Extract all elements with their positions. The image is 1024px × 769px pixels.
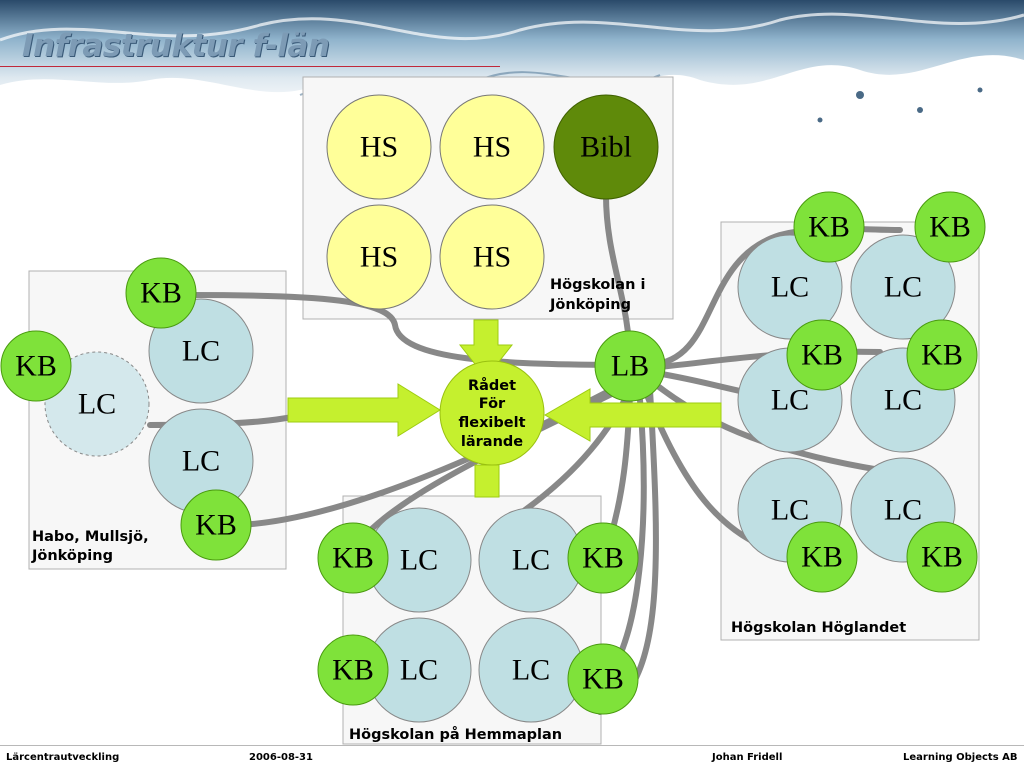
bibl-node: Bibl	[553, 94, 659, 200]
lc-label: LC	[771, 271, 809, 304]
center-label-line2: För	[479, 396, 506, 412]
lc-node: LC	[366, 507, 472, 613]
hs-node: HS	[439, 94, 545, 200]
arrow-from-hemmaplan	[474, 464, 500, 498]
lc-node: LC	[850, 234, 956, 340]
hs-node: HS	[326, 204, 432, 310]
footer-company: Learning Objects AB	[903, 752, 1018, 763]
kb-node: KB	[914, 191, 986, 263]
title-underline	[0, 66, 500, 67]
infrastructure-diagram: Rådet För flexibelt lärande HS HS HS HS …	[0, 76, 986, 745]
lc-label: LC	[512, 544, 550, 577]
kb-node: KB	[906, 319, 978, 391]
kb-node: KB	[906, 521, 978, 593]
hs-label: HS	[473, 241, 511, 274]
kb-label: KB	[801, 541, 843, 574]
label-habo-line1: Habo, Mullsjö,	[32, 529, 149, 545]
kb-label: KB	[808, 211, 850, 244]
lc-node: LC	[737, 234, 843, 340]
label-hemmaplan: Högskolan på Hemmaplan	[349, 726, 562, 743]
lc-node: LC	[148, 408, 254, 514]
bibl-label: Bibl	[580, 131, 632, 164]
lc-label: LC	[182, 335, 220, 368]
hs-label: HS	[360, 131, 398, 164]
lc-label: LC	[400, 654, 438, 687]
water-splash-banner: Infrastruktur f-län	[0, 0, 1024, 150]
lc-label: LC	[512, 654, 550, 687]
lc-node-dashed: LC	[44, 351, 150, 457]
lc-node: LC	[478, 507, 584, 613]
footer-left-text: Lärcentrautveckling	[6, 752, 120, 763]
label-hoglandet: Högskolan Höglandet	[731, 620, 906, 636]
kb-node: KB	[567, 522, 639, 594]
center-label-line3: flexibelt	[458, 415, 525, 431]
kb-label: KB	[921, 541, 963, 574]
lc-label: LC	[78, 388, 116, 421]
kb-label: KB	[15, 350, 57, 383]
lc-label: LC	[771, 384, 809, 417]
hs-label: HS	[473, 131, 511, 164]
kb-node: KB	[567, 643, 639, 715]
label-habo-line2: Jönköping	[31, 548, 113, 564]
slide-title: Infrastruktur f-län	[22, 28, 330, 64]
hs-label: HS	[360, 241, 398, 274]
hs-node: HS	[439, 204, 545, 310]
kb-label: KB	[582, 663, 624, 696]
arrows	[287, 319, 722, 498]
kb-label: KB	[195, 509, 237, 542]
kb-label: KB	[332, 654, 374, 687]
kb-label: KB	[582, 542, 624, 575]
kb-node: KB	[125, 257, 197, 329]
footer-date: 2006-08-31	[249, 752, 313, 763]
lc-label: LC	[182, 445, 220, 478]
lb-node: LB	[594, 330, 666, 402]
lc-label: LC	[884, 384, 922, 417]
kb-label: KB	[921, 339, 963, 372]
kb-node: KB	[180, 489, 252, 561]
lc-node: LC	[478, 617, 584, 723]
center-node-radet: Rådet För flexibelt lärande	[439, 360, 545, 466]
link-kb-habo-top-lb	[187, 292, 633, 368]
lc-node: LC	[366, 617, 472, 723]
hs-node: HS	[326, 94, 432, 200]
kb-node: KB	[786, 521, 858, 593]
kb-label: KB	[929, 211, 971, 244]
lc-label: LC	[884, 271, 922, 304]
kb-node: KB	[793, 191, 865, 263]
label-hogskolan-jonkoping-line2: Jönköping	[549, 297, 631, 313]
lb-label: LB	[611, 350, 649, 383]
kb-node: KB	[0, 330, 72, 402]
arrow-from-habo	[287, 383, 441, 437]
center-label-line1: Rådet	[468, 377, 516, 394]
arrow-from-hoglandet	[544, 388, 722, 442]
kb-node: KB	[317, 634, 389, 706]
lc-label: LC	[771, 494, 809, 527]
link-lb-hoglandet-lower	[647, 377, 883, 473]
kb-node: KB	[786, 319, 858, 391]
kb-label: KB	[140, 277, 182, 310]
kb-label: KB	[332, 542, 374, 575]
footer-author: Johan Fridell	[712, 752, 783, 763]
kb-label: KB	[801, 339, 843, 372]
lc-label: LC	[400, 544, 438, 577]
slide-footer: Lärcentrautveckling 2006-08-31 Johan Fri…	[0, 745, 1024, 769]
label-hogskolan-jonkoping-line1: Högskolan i	[550, 277, 645, 293]
center-label-line4: lärande	[461, 434, 523, 450]
lc-label: LC	[884, 494, 922, 527]
kb-node: KB	[317, 522, 389, 594]
